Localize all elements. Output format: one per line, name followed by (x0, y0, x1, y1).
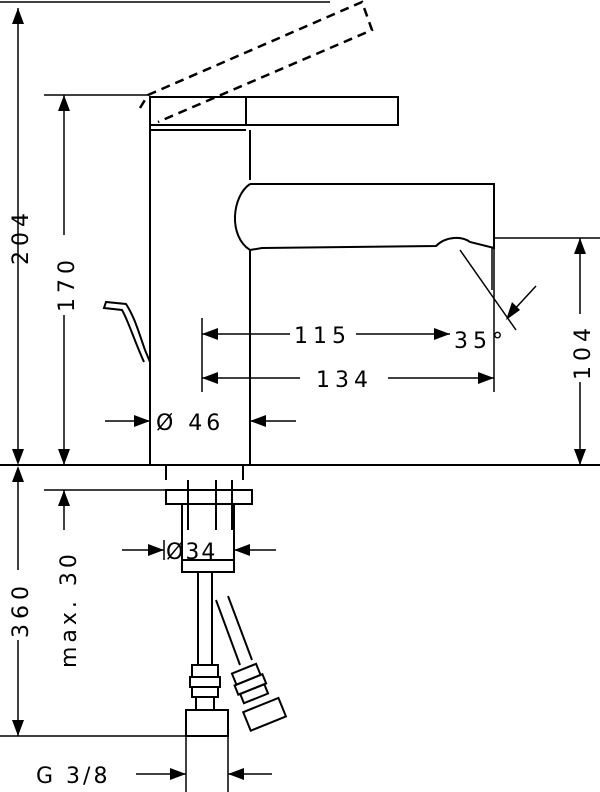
under-deck-assembly (165, 465, 288, 792)
dim-diameter-34: Ø34 (122, 540, 276, 565)
dim-204: 204 (0, 1, 330, 465)
dim-angle-label: 35° (454, 329, 508, 354)
dim-104: 104 (494, 237, 600, 465)
dim-46-label: Ø 46 (156, 411, 224, 436)
dim-115-label: 115 (294, 324, 351, 349)
dim-204-label: 204 (9, 208, 34, 265)
dim-134: 134 (202, 248, 495, 393)
faucet-body (102, 96, 495, 465)
dim-104-label: 104 (571, 323, 596, 380)
dim-g38-label: G 3/8 (36, 764, 110, 789)
dim-360: 360 (0, 466, 186, 737)
lever-raised-outline (138, 0, 374, 124)
dim-34-label: Ø34 (166, 540, 217, 565)
dim-angle-35: 35° (454, 248, 537, 354)
dim-115: 115 (201, 318, 450, 392)
dim-170-label: 170 (55, 255, 80, 312)
dim-max30-label: max. 30 (57, 550, 82, 668)
dim-360-label: 360 (9, 581, 34, 638)
dim-diameter-46: Ø 46 (105, 411, 296, 436)
dim-g38: G 3/8 (36, 764, 272, 789)
dim-134-label: 134 (316, 368, 373, 393)
dim-max-30: max. 30 (44, 489, 166, 668)
dim-170: 170 (44, 94, 150, 465)
